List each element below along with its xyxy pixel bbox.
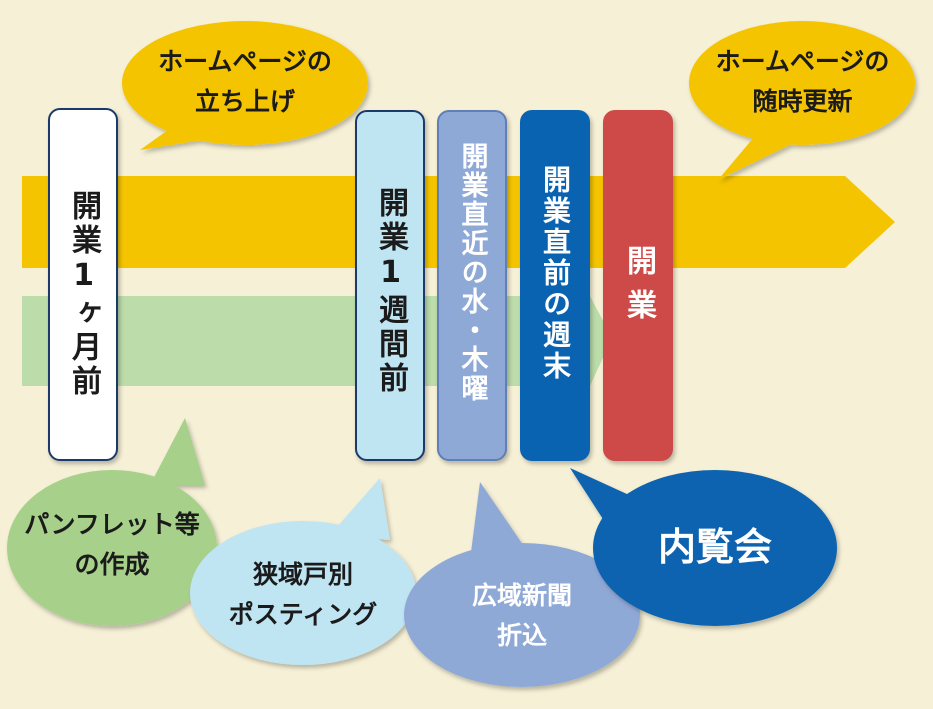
bubble-posting-shape <box>190 478 416 665</box>
bubble-homepage-update-shape <box>689 21 915 180</box>
bubble-homepage-update: ホームページの 随時更新 <box>690 42 915 122</box>
bubble-homepage-update-line2: 随時更新 <box>752 87 853 116</box>
timeline-one-month-before-label: 開業1ヶ月前 <box>66 190 101 399</box>
bubble-homepage-launch: ホームページの 立ち上げ <box>130 42 360 122</box>
timeline-one-week-before-label: 開業1週間前 <box>373 187 408 396</box>
timeline-one-week-before: 開業1週間前 <box>355 110 425 461</box>
bubble-preview: 内覧会 <box>600 522 830 572</box>
bubble-homepage-update-line1: ホームページの <box>715 47 890 76</box>
bubble-pamphlet-line1: パンフレット等 <box>24 510 200 539</box>
timeline-one-month-before: 開業1ヶ月前 <box>48 108 118 461</box>
bubble-homepage-launch-shape <box>122 21 368 150</box>
timeline-wed-thu-before-label: 開業直近の水・木曜 <box>456 142 488 403</box>
bubble-homepage-launch-line1: ホームページの <box>158 47 332 76</box>
bubble-newspaper: 広域新聞 折込 <box>420 576 624 656</box>
timeline-weekend-before-label: 開業直前の週末 <box>539 165 572 382</box>
bubble-pamphlet-shape <box>7 418 217 626</box>
timeline-opening: 開業 <box>603 110 673 461</box>
bubble-posting-line1: 狭域戸別 <box>252 560 353 589</box>
bubble-newspaper-line2: 折込 <box>496 621 547 650</box>
bubble-posting-line2: ポスティング <box>228 600 378 629</box>
bubble-posting: 狭域戸別 ポスティング <box>200 555 406 635</box>
bubble-pamphlet-line2: の作成 <box>74 550 150 579</box>
bubble-preview-line1: 内覧会 <box>657 525 772 569</box>
timeline-weekend-before: 開業直前の週末 <box>520 110 590 461</box>
bubble-pamphlet: パンフレット等 の作成 <box>12 505 212 585</box>
timeline-opening-label: 開業 <box>621 245 656 333</box>
bubble-preview-shape <box>570 468 837 626</box>
bubble-newspaper-shape <box>404 482 640 687</box>
bubble-newspaper-line1: 広域新聞 <box>471 581 572 610</box>
bubble-homepage-launch-line2: 立ち上げ <box>194 87 295 116</box>
timeline-wed-thu-before: 開業直近の水・木曜 <box>437 110 507 461</box>
